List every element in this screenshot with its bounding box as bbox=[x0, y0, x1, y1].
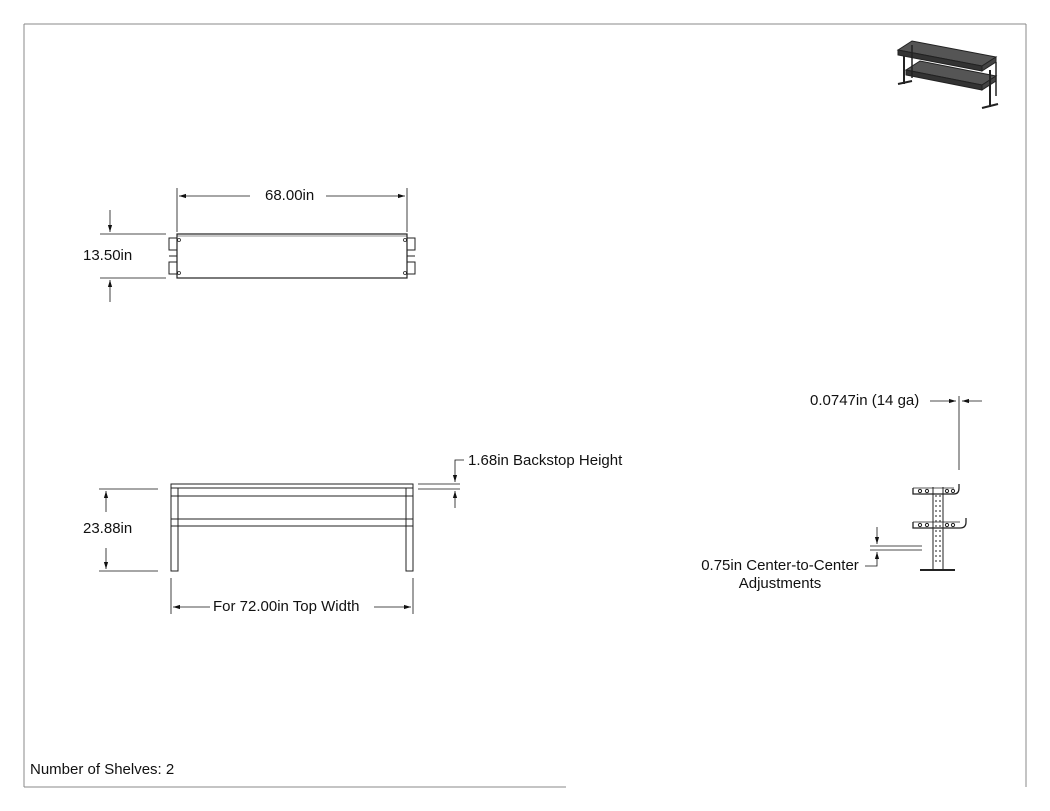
top-view-plan bbox=[168, 233, 416, 279]
side-view-adjustment-dimension bbox=[865, 527, 922, 567]
front-view-top-width-label: For 72.00in Top Width bbox=[213, 598, 360, 615]
front-view-backstop-label: 1.68in Backstop Height bbox=[468, 452, 623, 469]
top-view-width-dimension bbox=[176, 188, 408, 232]
side-view-profile bbox=[912, 484, 967, 571]
adjustment-label-line2: Adjustments bbox=[738, 575, 822, 592]
front-view-backstop-dimension bbox=[418, 459, 464, 508]
side-view-thickness-label: 0.0747in (14 ga) bbox=[810, 392, 920, 409]
sheet-border bbox=[23, 23, 1027, 788]
front-view-height-label: 23.88in bbox=[83, 520, 133, 537]
isometric-thumbnail bbox=[896, 40, 999, 109]
front-view-elevation bbox=[170, 483, 414, 572]
side-view-thickness-dimension bbox=[930, 396, 982, 470]
shelves-count-note: Number of Shelves: 2 bbox=[30, 761, 175, 778]
front-view-height-dimension bbox=[99, 488, 158, 572]
side-view-adjustment-label: 0.75in Center-to-Center Adjustments bbox=[690, 557, 870, 593]
front-view-width-dimension bbox=[170, 578, 414, 614]
top-view-depth-label: 13.50in bbox=[83, 247, 133, 264]
top-view-depth-dimension bbox=[100, 210, 166, 302]
adjustment-label-line1: 0.75in Center-to-Center bbox=[701, 557, 859, 574]
top-view-width-label: 68.00in bbox=[265, 187, 315, 204]
